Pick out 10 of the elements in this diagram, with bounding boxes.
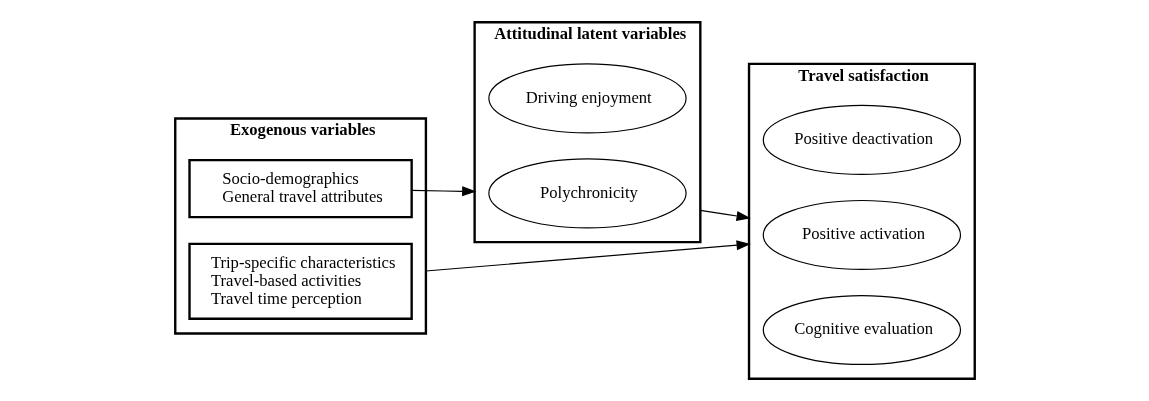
node-ellipse: Positive activation — [762, 199, 961, 270]
node-ellipse: Cognitive evaluation — [762, 294, 961, 366]
node-ellipse: Polychronicity — [487, 158, 687, 229]
node-ellipse: Driving enjoyment — [487, 63, 687, 134]
node-box: Socio-demographics General travel attributes — [187, 158, 413, 219]
arrow — [699, 209, 751, 221]
node-box: Trip-specific characteristics Travel-based activities Travel time perception — [187, 242, 413, 320]
arrow — [424, 240, 751, 272]
arrow — [410, 186, 476, 197]
node-ellipse: Positive deactivation — [762, 104, 961, 175]
